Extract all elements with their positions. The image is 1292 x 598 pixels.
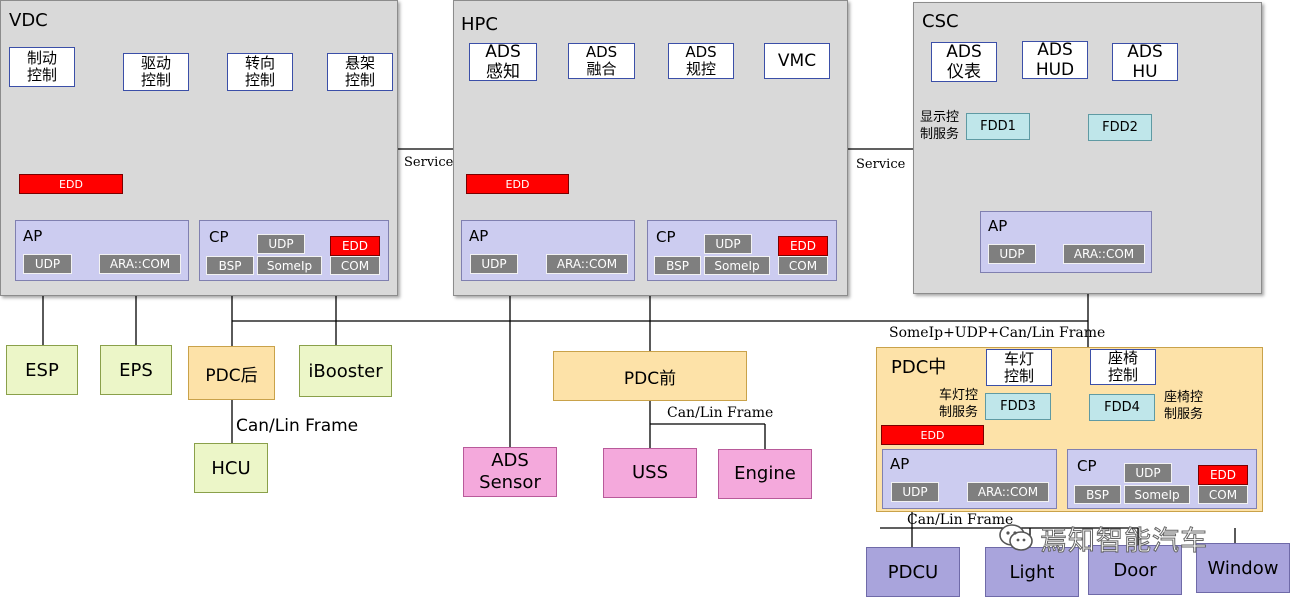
ads-perception: ADS 感知	[469, 42, 537, 82]
pdc-mid-ap-udp: UDP	[891, 482, 939, 502]
pdc-mid-ap-title: AP	[890, 455, 910, 473]
ads-hu: ADS HU	[1112, 42, 1178, 82]
light-control-service-label: 车灯控 制服务	[939, 388, 979, 420]
eps-ecu: EPS	[100, 345, 172, 395]
hpc-cp-someip: SomeIp	[704, 256, 770, 275]
service-link-label-left: Service	[404, 155, 454, 170]
ads-cluster: ADS 仪表	[931, 42, 997, 82]
hpc-ap-title: AP	[469, 227, 489, 245]
pdc-mid-edd: EDD	[881, 425, 984, 445]
csc-ap-title: AP	[988, 217, 1008, 235]
pdc-front: PDC前	[553, 351, 747, 401]
uss: USS	[603, 448, 697, 498]
csc-ap: AP UDP ARA::COM	[980, 211, 1152, 273]
vdc-cp: CP UDP EDD BSP SomeIp COM	[199, 220, 389, 281]
pdc-mid-ap: AP UDP ARA::COM	[882, 449, 1057, 509]
hpc-edd: EDD	[466, 174, 569, 194]
vdc-edd: EDD	[19, 174, 123, 194]
vdc-title: VDC	[9, 10, 48, 31]
csc-title: CSC	[922, 11, 959, 32]
pdc-mid-title: PDC中	[891, 357, 947, 378]
vdc-cp-edd: EDD	[330, 236, 380, 256]
hpc-ap-ara-com: ARA::COM	[546, 254, 628, 274]
vdc-cp-bsp: BSP	[206, 256, 254, 275]
pdc-mid-cp-edd: EDD	[1198, 465, 1248, 485]
pdcu: PDCU	[866, 547, 960, 597]
vdc-ap: AP UDP ARA::COM	[15, 220, 189, 281]
csc-domain: CSC ADS 仪表 ADS HUD ADS HU 显示控 制服务 FDD1 F…	[913, 2, 1262, 294]
light: Light	[985, 547, 1079, 597]
csc-ap-udp: UDP	[988, 244, 1036, 264]
can-lin-rear-label: Can/Lin Frame	[236, 416, 359, 436]
vdc-cp-someip: SomeIp	[257, 256, 322, 275]
vdc-cp-com: COM	[330, 256, 380, 275]
ads-sensor: ADS Sensor	[463, 447, 557, 497]
hpc-domain: HPC ADS 感知 ADS 融合 ADS 规控 VMC EDD AP UDP …	[453, 0, 848, 296]
hcu-ecu: HCU	[194, 443, 268, 493]
light-control: 车灯 控制	[986, 349, 1052, 386]
pdc-mid: PDC中 车灯 控制 座椅 控制 车灯控 制服务 FDD3 FDD4 座椅控 制…	[876, 347, 1263, 512]
fdd1: FDD1	[966, 113, 1030, 140]
fdd3: FDD3	[985, 393, 1051, 420]
vdc-ap-ara-com: ARA::COM	[99, 254, 181, 274]
hpc-ap-udp: UDP	[470, 254, 518, 274]
seat-control-service-label: 座椅控 制服务	[1164, 390, 1204, 422]
pdc-mid-cp-someip: SomeIp	[1124, 485, 1190, 504]
seat-control: 座椅 控制	[1090, 349, 1156, 385]
vmc: VMC	[764, 43, 830, 79]
brake-control: 制动 控制	[9, 47, 75, 87]
pdc-mid-cp-udp: UDP	[1124, 463, 1172, 483]
can-lin-mid-label: Can/Lin Frame	[907, 512, 1014, 528]
bus-label: SomeIp+UDP+Can/Lin Frame	[889, 325, 1106, 341]
service-link-label-right: Service	[856, 157, 906, 172]
hpc-cp-title: CP	[656, 228, 676, 246]
fdd2: FDD2	[1088, 114, 1152, 141]
ibooster-ecu: iBooster	[299, 345, 392, 397]
vdc-cp-udp: UDP	[257, 234, 305, 254]
pdc-mid-cp: CP UDP EDD BSP SomeIp COM	[1067, 449, 1257, 509]
drive-control: 驱动 控制	[123, 53, 189, 91]
hpc-cp-udp: UDP	[704, 234, 752, 254]
vdc-ap-udp: UDP	[23, 254, 72, 274]
hpc-cp-bsp: BSP	[654, 256, 701, 275]
suspension-control: 悬架 控制	[327, 53, 393, 91]
steering-control: 转向 控制	[227, 53, 293, 91]
pdc-rear: PDC后	[188, 346, 275, 400]
engine: Engine	[718, 449, 812, 499]
esp-ecu: ESP	[6, 345, 78, 395]
pdc-mid-cp-bsp: BSP	[1074, 485, 1121, 504]
hpc-cp-edd: EDD	[778, 236, 828, 256]
vdc-cp-title: CP	[209, 228, 229, 246]
ads-hud: ADS HUD	[1022, 40, 1088, 80]
vdc-domain: VDC 制动 控制 驱动 控制 转向 控制 悬架 控制 EDD AP UDP A…	[0, 0, 398, 296]
hpc-ap: AP UDP ARA::COM	[461, 220, 635, 281]
ads-planning-control: ADS 规控	[668, 43, 734, 79]
ads-fusion: ADS 融合	[568, 43, 635, 79]
display-control-service-label: 显示控 制服务	[920, 110, 960, 142]
hpc-title: HPC	[461, 14, 498, 35]
window: Window	[1196, 543, 1290, 593]
door: Door	[1088, 545, 1182, 595]
pdc-mid-cp-title: CP	[1077, 457, 1097, 475]
hpc-cp-com: COM	[778, 256, 828, 275]
fdd4: FDD4	[1089, 394, 1155, 421]
hpc-cp: CP UDP EDD BSP SomeIp COM	[647, 220, 837, 281]
pdc-mid-cp-com: COM	[1198, 485, 1248, 504]
csc-ap-ara-com: ARA::COM	[1063, 244, 1145, 264]
can-lin-front-label: Can/Lin Frame	[667, 405, 774, 421]
pdc-mid-ap-ara-com: ARA::COM	[967, 482, 1049, 502]
vdc-ap-title: AP	[23, 227, 43, 245]
